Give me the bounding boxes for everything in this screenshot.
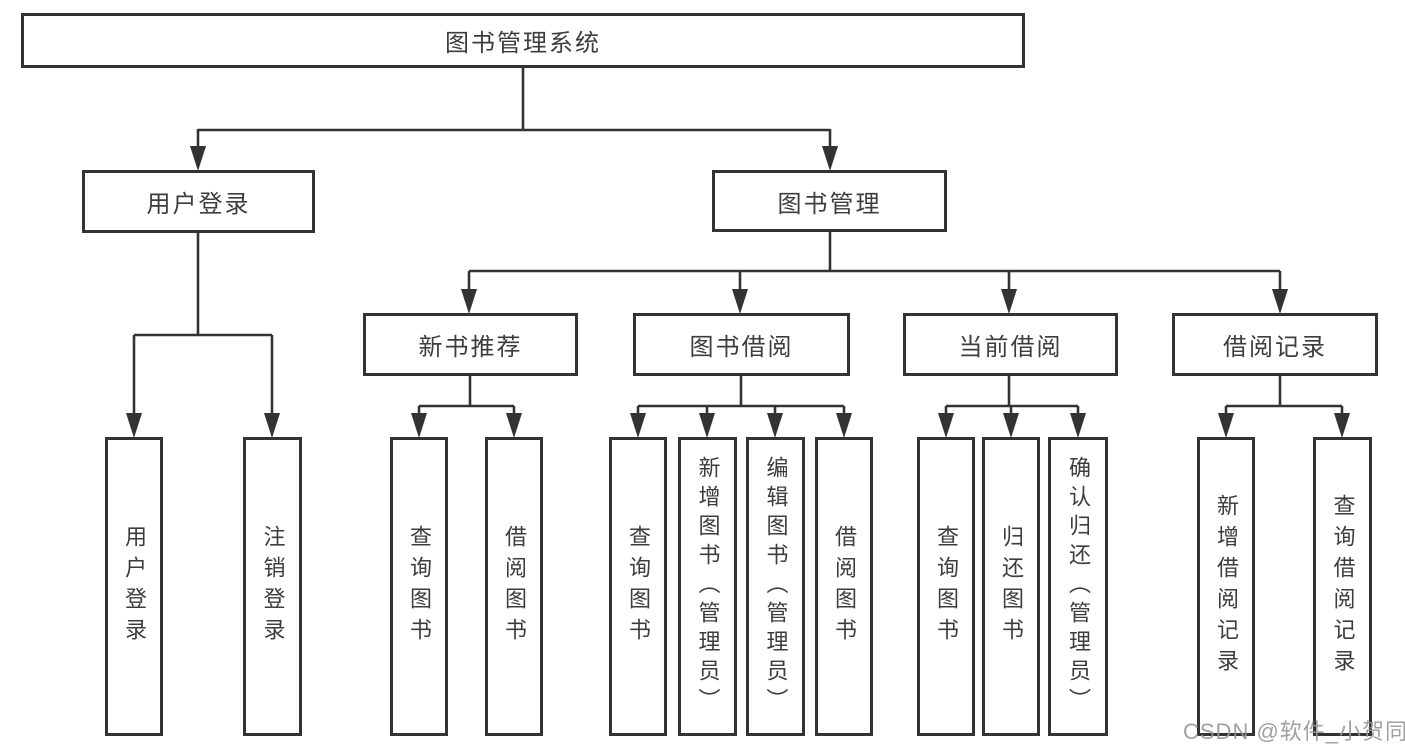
node-new-book-recommend: 新书推荐 (363, 313, 578, 376)
leaf-logout: 注销登录 (243, 437, 302, 736)
node-current-borrow: 当前借阅 (903, 313, 1118, 376)
node-borrow-records: 借阅记录 (1172, 313, 1378, 376)
node-book-management: 图书管理 (712, 170, 947, 232)
leaf-user-login: 用户登录 (105, 437, 163, 736)
leaf-edit-books-admin: 编辑图书（管理员） (746, 437, 805, 736)
leaf-borrow-books-1: 借阅图书 (485, 437, 543, 736)
leaf-query-books-1: 查询图书 (390, 437, 448, 736)
leaf-query-books-3: 查询图书 (917, 437, 975, 736)
node-book-borrow: 图书借阅 (633, 313, 850, 376)
watermark-text: CSDN @软件_小贺同学 (1183, 719, 1405, 744)
node-user-login: 用户登录 (82, 170, 315, 233)
leaf-query-borrow-record: 查询借阅记录 (1313, 437, 1372, 736)
leaf-return-books: 归还图书 (982, 437, 1040, 736)
leaf-query-books-2: 查询图书 (609, 437, 667, 736)
arrowhead-icons (126, 146, 1350, 438)
leaf-add-borrow-record: 新增借阅记录 (1197, 437, 1255, 736)
leaf-add-books-admin: 新增图书（管理员） (678, 437, 737, 736)
leaf-confirm-return-admin: 确认归还（管理员） (1048, 437, 1108, 736)
leaf-borrow-books-2: 借阅图书 (815, 437, 873, 736)
node-root-library-system: 图书管理系统 (21, 13, 1025, 68)
